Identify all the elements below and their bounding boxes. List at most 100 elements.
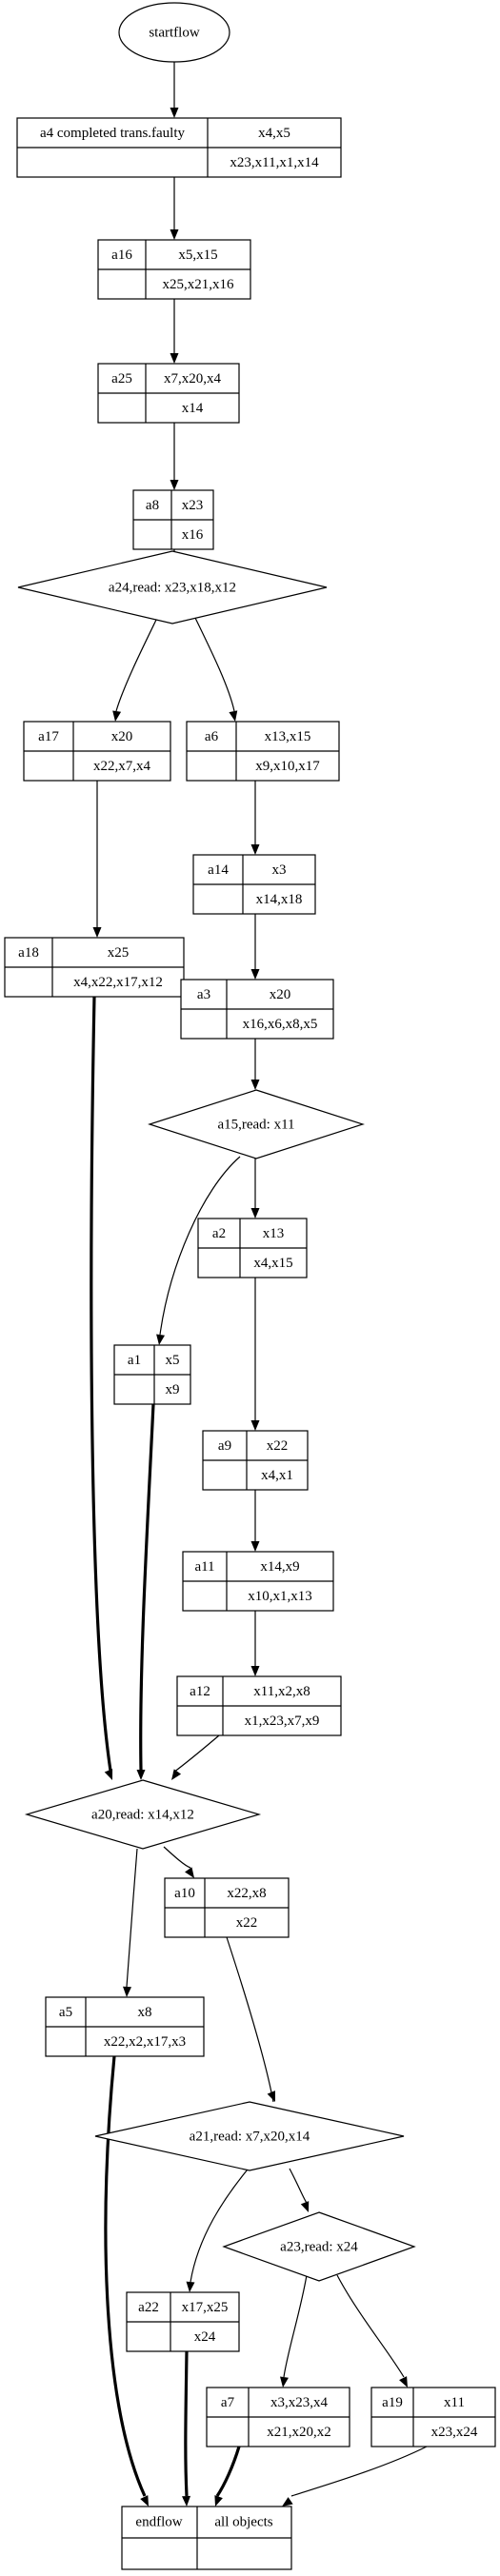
edge-a25-a8-arrowhead [170, 480, 179, 490]
node-a10-write: x22,x8 [227, 1886, 266, 1901]
decision-a24-label: a24,read: x23,x18,x12 [109, 580, 236, 595]
decision-a20: a20,read: x14,x12 [24, 1779, 262, 1850]
node-a2-name: a2 [212, 1226, 226, 1241]
decision-a20-diamond [24, 1779, 262, 1850]
edge-a7-end [215, 2446, 241, 2497]
node-a9-read: x4,x1 [261, 1468, 293, 1483]
node-a6-read: x9,x10,x17 [255, 759, 320, 774]
decision-a23-label: a23,read: x24 [280, 2239, 358, 2254]
node-a16-read: x25,x21,x16 [163, 277, 235, 292]
node-a25-write: x7,x20,x4 [164, 371, 222, 386]
edge-a6-a14-arrowhead [250, 844, 260, 855]
node-a11-read: x10,x1,x13 [248, 1589, 312, 1604]
node-a14-write: x3 [272, 862, 287, 878]
edge-a23-a7-arrowhead [280, 2376, 289, 2388]
node-a3-name: a3 [197, 987, 210, 1002]
start-node: startflow [118, 2, 230, 63]
edge-a23-a7 [283, 2274, 308, 2378]
node-a18-read: x4,x22,x17,x12 [73, 975, 163, 990]
edge-a9-a11-arrowhead [250, 1541, 260, 1552]
decision-a23: a23,read: x24 [222, 2211, 416, 2282]
edge-a19-end [290, 2446, 428, 2497]
node-a7-write: x3,x23,x4 [270, 2395, 329, 2410]
edge-a21-a23 [289, 2168, 308, 2204]
node-a4-read: x23,x11,x1,x14 [230, 155, 319, 170]
edge-a14-a3-arrowhead [250, 969, 260, 980]
edge-a24-a17 [115, 615, 159, 712]
edge-a20-a10 [163, 1846, 191, 1869]
node-a25: a25 x7,x20,x4 x14 [97, 363, 240, 424]
node-a18-write: x25 [108, 945, 130, 961]
edge-a16-a25-arrowhead [170, 353, 179, 364]
node-a4-write: x4,x5 [258, 126, 290, 141]
edge-a23-a19 [336, 2274, 405, 2378]
node-a7-read: x21,x20,x2 [267, 2425, 331, 2440]
edge-a12-a20 [172, 1734, 220, 1773]
node-a19-write: x11 [444, 2395, 465, 2410]
node-a19-name: a19 [382, 2395, 403, 2410]
edge-a10-a21-arrowhead [267, 2091, 275, 2102]
node-a22-name: a22 [138, 2300, 159, 2315]
node-a17-write: x20 [111, 729, 133, 744]
node-a19-read: x23,x24 [431, 2425, 478, 2440]
node-a12-name: a12 [190, 1684, 210, 1699]
node-a22-write: x17,x25 [182, 2300, 229, 2315]
node-a11-write: x14,x9 [260, 1559, 299, 1575]
node-a22-read: x24 [194, 2329, 216, 2345]
node-a17-name: a17 [38, 729, 59, 744]
node-a22: a22 x17,x25 x24 [126, 2291, 240, 2352]
edge-a22-end-arrowhead [182, 2495, 191, 2507]
decision-a15: a15,read: x11 [148, 1089, 365, 1159]
edge-a15-a2-arrowhead [250, 1208, 260, 1219]
decision-a15-diamond [148, 1089, 365, 1159]
edge-a1-a20 [139, 1403, 155, 1771]
edge-a21-a22 [190, 2164, 252, 2283]
node-a6-write: x13,x15 [265, 729, 311, 744]
node-a17-read: x22,x7,x4 [93, 759, 151, 774]
end-label: endflow [135, 2514, 182, 2529]
end-objects-label: all objects [214, 2514, 272, 2529]
node-a3-read: x16,x6,x8,x5 [243, 1017, 318, 1032]
node-a1-read: x9 [166, 1382, 180, 1397]
node-a11: a11 x14,x9 x10,x1,x13 [182, 1551, 334, 1612]
edge-a12-a20-arrowhead [171, 1769, 182, 1780]
node-a2-read: x4,x15 [253, 1256, 292, 1271]
node-a17: a17 x20 x22,x7,x4 [23, 721, 171, 782]
node-a5-read: x22,x2,x17,x3 [104, 2034, 186, 2050]
node-a11-name: a11 [194, 1559, 214, 1575]
node-a5-name: a5 [59, 2005, 72, 2020]
edge-a11-a12-arrowhead [250, 1666, 260, 1676]
node-a25-name: a25 [111, 371, 132, 386]
node-a10-read: x22 [236, 1915, 258, 1931]
node-a9-name: a9 [218, 1438, 231, 1454]
decision-a20-label: a20,read: x14,x12 [91, 1807, 194, 1822]
node-a19: a19 x11 x23,x24 [370, 2387, 496, 2447]
edge-a1-a20-arrowhead [136, 1770, 146, 1780]
node-a6-name: a6 [205, 729, 219, 744]
decision-a24: a24,read: x23,x18,x12 [17, 550, 328, 624]
decision-a23-diamond [222, 2211, 416, 2282]
node-a25-read: x14 [182, 401, 204, 416]
edge-a24-a6 [193, 615, 235, 712]
edge-a19-end-arrowhead [282, 2497, 293, 2507]
edge-a24-a6-arrowhead [229, 710, 238, 722]
node-a2-write: x13 [263, 1226, 285, 1241]
edge-a18-a20-arrowhead [104, 1769, 113, 1780]
node-a14-name: a14 [208, 862, 229, 878]
edge-a17-a18-arrowhead [92, 927, 102, 938]
edge-a23-a19-arrowhead [399, 2376, 408, 2388]
node-a6: a6 x13,x15 x9,x10,x17 [186, 721, 340, 782]
start-ellipse [118, 2, 230, 63]
edge-a10-a21 [226, 1936, 274, 2103]
node-a8-name: a8 [146, 498, 159, 513]
edge-a20-a10-arrowhead [185, 1867, 194, 1878]
